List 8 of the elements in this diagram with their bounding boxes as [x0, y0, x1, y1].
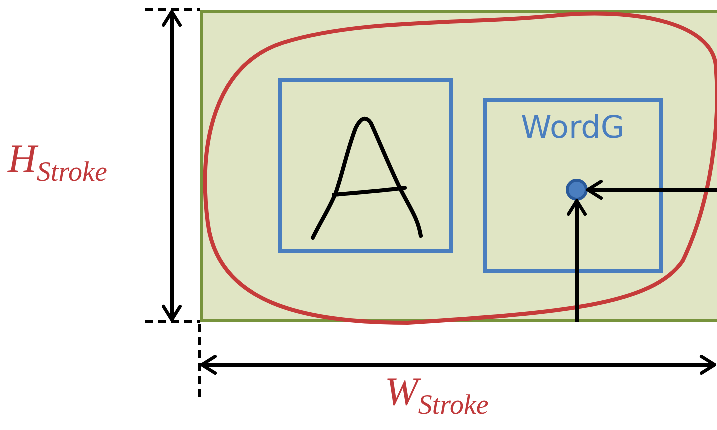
word-label: WordG: [520, 110, 626, 146]
height-label: H$_{Stroke}$: [8, 135, 108, 189]
arrow: [567, 199, 587, 322]
anchor-dot: [566, 179, 588, 201]
character-box: [278, 78, 453, 253]
word-box: [483, 98, 663, 273]
width-label: W$_{Stroke}$: [385, 368, 489, 422]
arrow: [586, 180, 717, 200]
